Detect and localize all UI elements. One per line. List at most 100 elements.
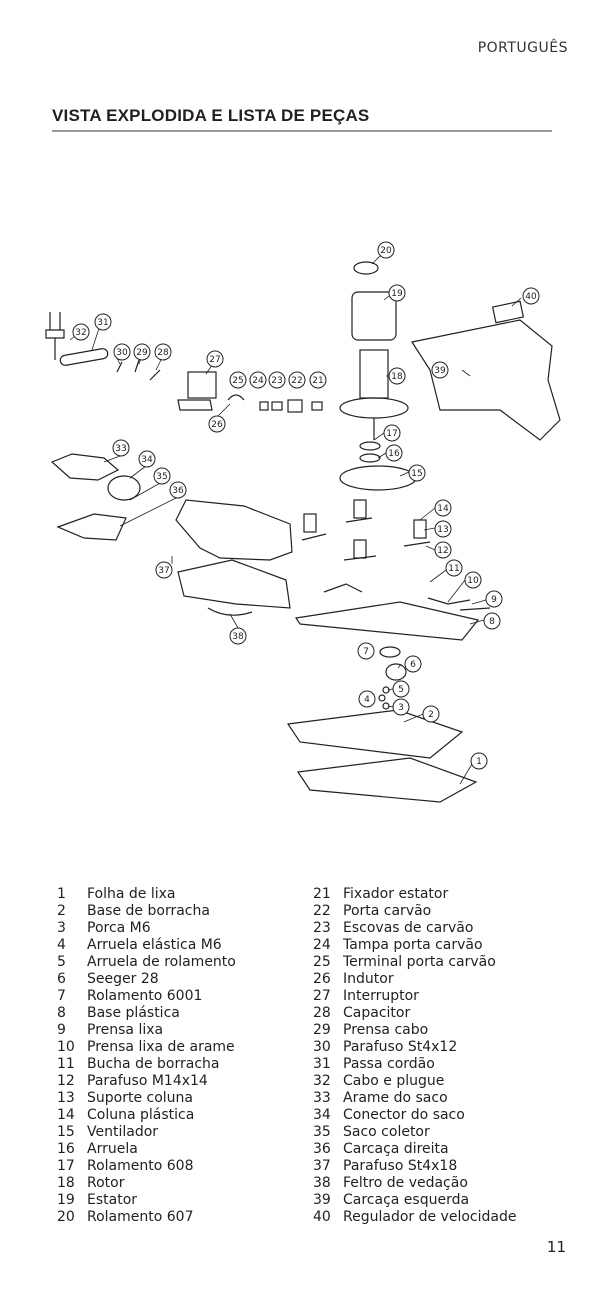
callout-4: 4 bbox=[358, 690, 376, 708]
svg-text:25: 25 bbox=[232, 376, 243, 386]
svg-text:29: 29 bbox=[136, 348, 148, 358]
callout-3: 3 bbox=[392, 698, 410, 716]
svg-text:21: 21 bbox=[312, 376, 323, 386]
callout-31: 31 bbox=[94, 313, 112, 331]
callout-1: 1 bbox=[470, 752, 488, 770]
callout-7: 7 bbox=[357, 642, 375, 660]
callout-25: 25 bbox=[229, 371, 247, 389]
svg-text:4: 4 bbox=[364, 695, 370, 705]
svg-text:31: 31 bbox=[97, 318, 108, 328]
callout-8: 8 bbox=[483, 612, 501, 630]
callout-11: 11 bbox=[445, 559, 463, 577]
callout-40: 40 bbox=[522, 287, 540, 305]
callout-2: 2 bbox=[422, 705, 440, 723]
svg-text:18: 18 bbox=[391, 372, 403, 382]
callout-19: 19 bbox=[388, 284, 406, 302]
callout-30: 30 bbox=[113, 343, 131, 361]
svg-text:8: 8 bbox=[489, 617, 495, 627]
callout-26: 26 bbox=[208, 415, 226, 433]
svg-text:10: 10 bbox=[467, 576, 479, 586]
svg-text:12: 12 bbox=[437, 546, 448, 556]
svg-text:24: 24 bbox=[252, 376, 264, 386]
svg-text:33: 33 bbox=[115, 444, 126, 454]
callout-13: 13 bbox=[434, 520, 452, 538]
title-rule bbox=[52, 130, 552, 132]
callout-24: 24 bbox=[249, 371, 267, 389]
svg-text:1: 1 bbox=[476, 757, 482, 767]
callout-22: 22 bbox=[288, 371, 306, 389]
svg-text:38: 38 bbox=[232, 632, 244, 642]
callout-39: 39 bbox=[431, 361, 449, 379]
callout-38: 38 bbox=[229, 627, 247, 645]
svg-text:39: 39 bbox=[434, 366, 446, 376]
page-number: 11 bbox=[546, 1238, 566, 1256]
callout-12: 12 bbox=[434, 541, 452, 559]
svg-text:22: 22 bbox=[291, 376, 302, 386]
svg-text:17: 17 bbox=[386, 429, 397, 439]
svg-text:28: 28 bbox=[157, 348, 169, 358]
svg-text:16: 16 bbox=[388, 449, 400, 459]
callout-18: 18 bbox=[388, 367, 406, 385]
callout-23: 23 bbox=[268, 371, 286, 389]
svg-text:30: 30 bbox=[116, 348, 128, 358]
svg-text:20: 20 bbox=[380, 246, 392, 256]
svg-text:5: 5 bbox=[398, 685, 404, 695]
callout-5: 5 bbox=[392, 680, 410, 698]
callout-17: 17 bbox=[383, 424, 401, 442]
callout-37: 37 bbox=[155, 561, 173, 579]
callout-34: 34 bbox=[138, 450, 156, 468]
section-title: VISTA EXPLODIDA E LISTA DE PEÇAS bbox=[52, 106, 370, 125]
svg-text:6: 6 bbox=[410, 660, 416, 670]
svg-text:2: 2 bbox=[428, 710, 434, 720]
svg-text:27: 27 bbox=[209, 355, 220, 365]
svg-text:37: 37 bbox=[158, 566, 169, 576]
callout-14: 14 bbox=[434, 499, 452, 517]
svg-text:15: 15 bbox=[411, 469, 422, 479]
callout-16: 16 bbox=[385, 444, 403, 462]
svg-text:34: 34 bbox=[141, 455, 153, 465]
svg-text:14: 14 bbox=[437, 504, 449, 514]
callout-29: 29 bbox=[133, 343, 151, 361]
callout-28: 28 bbox=[154, 343, 172, 361]
exploded-view-diagram: 20 19 40 39 18 17 16 15 14 13 12 11 10 9… bbox=[45, 241, 561, 803]
callout-6: 6 bbox=[404, 655, 422, 673]
language-label: PORTUGUÊS bbox=[477, 40, 568, 56]
svg-text:26: 26 bbox=[211, 420, 223, 430]
callout-35: 35 bbox=[153, 467, 171, 485]
svg-text:3: 3 bbox=[398, 703, 404, 713]
callout-15: 15 bbox=[408, 464, 426, 482]
svg-text:9: 9 bbox=[491, 595, 497, 605]
